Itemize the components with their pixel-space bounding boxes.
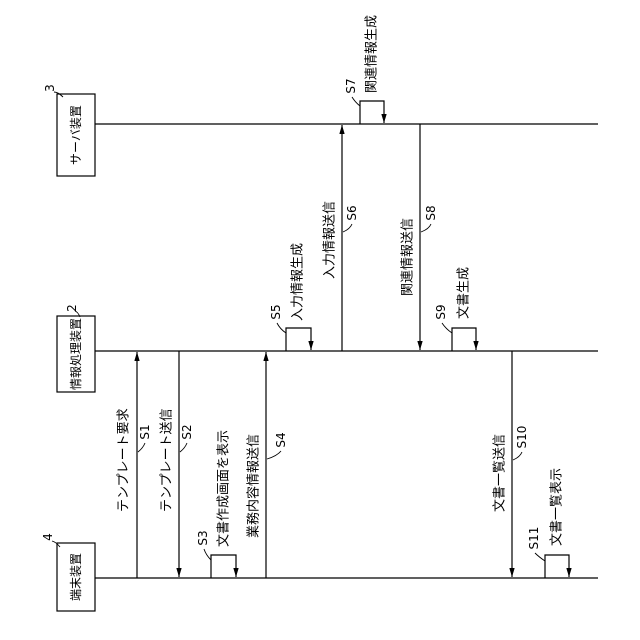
server-ref: 3 [43,84,57,92]
step-s6-leader [343,224,352,232]
step-s4-id: S4 [274,432,288,447]
step-s7-loop [360,101,384,124]
step-s5-loop [286,328,311,351]
step-s8-id: S8 [424,205,438,220]
terminal-device: 端末装置 4 [41,533,95,611]
info-processor-device: 情報処理装置 2 [57,304,95,392]
info-processor-name: 情報処理装置 [69,318,83,390]
step-s3: 文書作成画面を表示 S3 [196,430,236,578]
step-s4-label: 業務内容情報送信 [246,434,262,538]
step-s9-loop [452,328,476,351]
step-s5: 入力情報生成 S5 [269,243,311,351]
step-s8-label: 関連情報送信 [401,218,416,296]
step-s4: 業務内容情報送信 S4 [246,352,289,578]
step-s9-label: 文書生成 [457,267,472,319]
step-s5-label: 入力情報生成 [291,243,306,321]
step-s6-label: 入力情報送信 [323,201,338,279]
step-s9: 文書生成 S9 [434,267,476,351]
step-s11: 文書一覧表示 S11 [527,468,569,578]
terminal-name: 端末装置 [69,553,83,601]
step-s7: 関連情報生成 S7 [344,15,384,124]
step-s7-label: 関連情報生成 [365,15,380,93]
step-s2-label: テンプレート送信 [160,408,175,512]
step-s6: 入力情報送信 S6 [323,125,360,351]
step-s10: 文書一覧送信 S10 [492,351,530,577]
info-processor-ref: 2 [65,304,79,312]
step-s3-label: 文書作成画面を表示 [217,430,232,547]
step-s3-id: S3 [196,530,210,545]
server-name: サーバ装置 [69,105,83,165]
step-s10-leader [513,452,522,460]
step-s9-id: S9 [434,304,448,319]
step-s11-loop [545,555,569,578]
step-s9-leader [442,323,452,333]
step-s1: テンプレート要求 S1 [117,352,153,578]
step-s2: テンプレート送信 S2 [160,351,195,577]
step-s4-leader [267,451,281,459]
step-s10-id: S10 [515,426,529,449]
step-s8-leader [421,224,431,232]
step-s3-leader [204,549,211,560]
step-s5-leader [277,323,286,333]
step-s7-id: S7 [344,78,358,93]
step-s8: 関連情報送信 S8 [401,124,439,350]
step-s7-leader [352,97,360,106]
step-s6-id: S6 [345,205,359,220]
step-s1-leader [138,443,145,452]
step-s2-id: S2 [180,424,194,439]
terminal-ref: 4 [41,533,55,541]
step-s3-loop [211,555,236,578]
step-s11-leader [535,553,545,561]
step-s11-id: S11 [527,527,541,550]
step-s5-id: S5 [269,304,283,319]
step-s10-label: 文書一覧送信 [492,434,508,512]
server-device: サーバ装置 3 [43,84,95,176]
step-s1-label: テンプレート要求 [117,408,132,512]
step-s1-id: S1 [138,424,152,439]
step-s11-label: 文書一覧表示 [549,468,565,546]
step-s2-leader [180,443,187,452]
